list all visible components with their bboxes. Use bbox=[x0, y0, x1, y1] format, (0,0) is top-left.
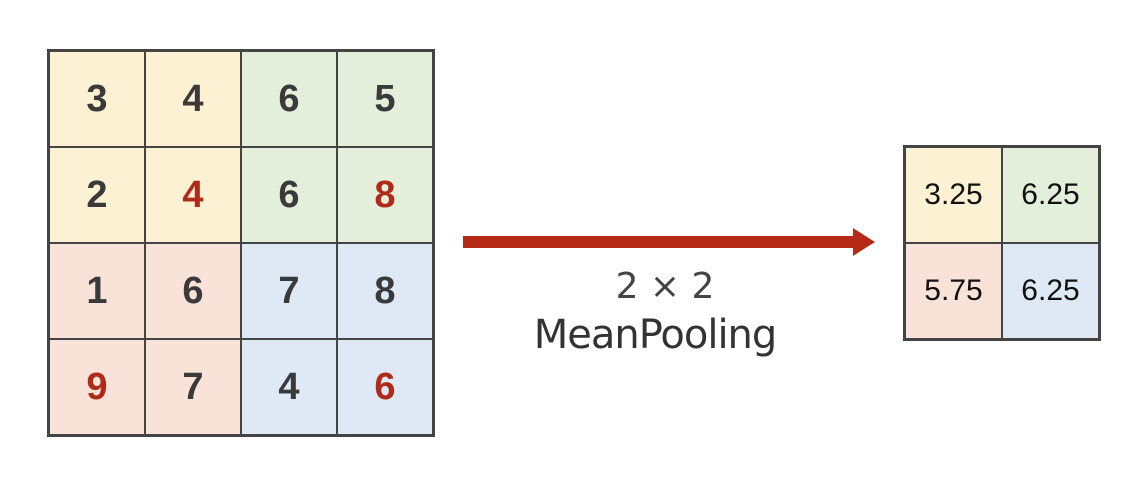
arrow-right-icon bbox=[463, 228, 875, 256]
input-cell-r1-c3: 8 bbox=[337, 147, 433, 243]
input-cell-r1-c2: 6 bbox=[241, 147, 337, 243]
input-cell-r1-c1: 4 bbox=[145, 147, 241, 243]
input-cell-r0-c3: 5 bbox=[337, 51, 433, 147]
input-cell-r1-c0: 2 bbox=[49, 147, 145, 243]
pooling-type-label: MeanPooling bbox=[533, 312, 778, 358]
input-cell-r3-c0: 9 bbox=[49, 339, 145, 435]
input-cell-r2-c1: 6 bbox=[145, 243, 241, 339]
input-cell-r3-c1: 7 bbox=[145, 339, 241, 435]
input-cell-r2-c3: 8 bbox=[337, 243, 433, 339]
input-cell-r2-c2: 7 bbox=[241, 243, 337, 339]
output-cell-r1-c0: 5.75 bbox=[905, 243, 1002, 339]
pool-size-label: 2 × 2 bbox=[615, 266, 715, 307]
output-cell-r0-c1: 6.25 bbox=[1002, 147, 1099, 243]
output-cell-r1-c1: 6.25 bbox=[1002, 243, 1099, 339]
input-cell-r3-c2: 4 bbox=[241, 339, 337, 435]
output-cell-r0-c0: 3.25 bbox=[905, 147, 1002, 243]
input-cell-r0-c1: 4 bbox=[145, 51, 241, 147]
input-cell-r0-c0: 3 bbox=[49, 51, 145, 147]
input-cell-r2-c0: 1 bbox=[49, 243, 145, 339]
input-cell-r0-c2: 6 bbox=[241, 51, 337, 147]
input-cell-r3-c3: 6 bbox=[337, 339, 433, 435]
